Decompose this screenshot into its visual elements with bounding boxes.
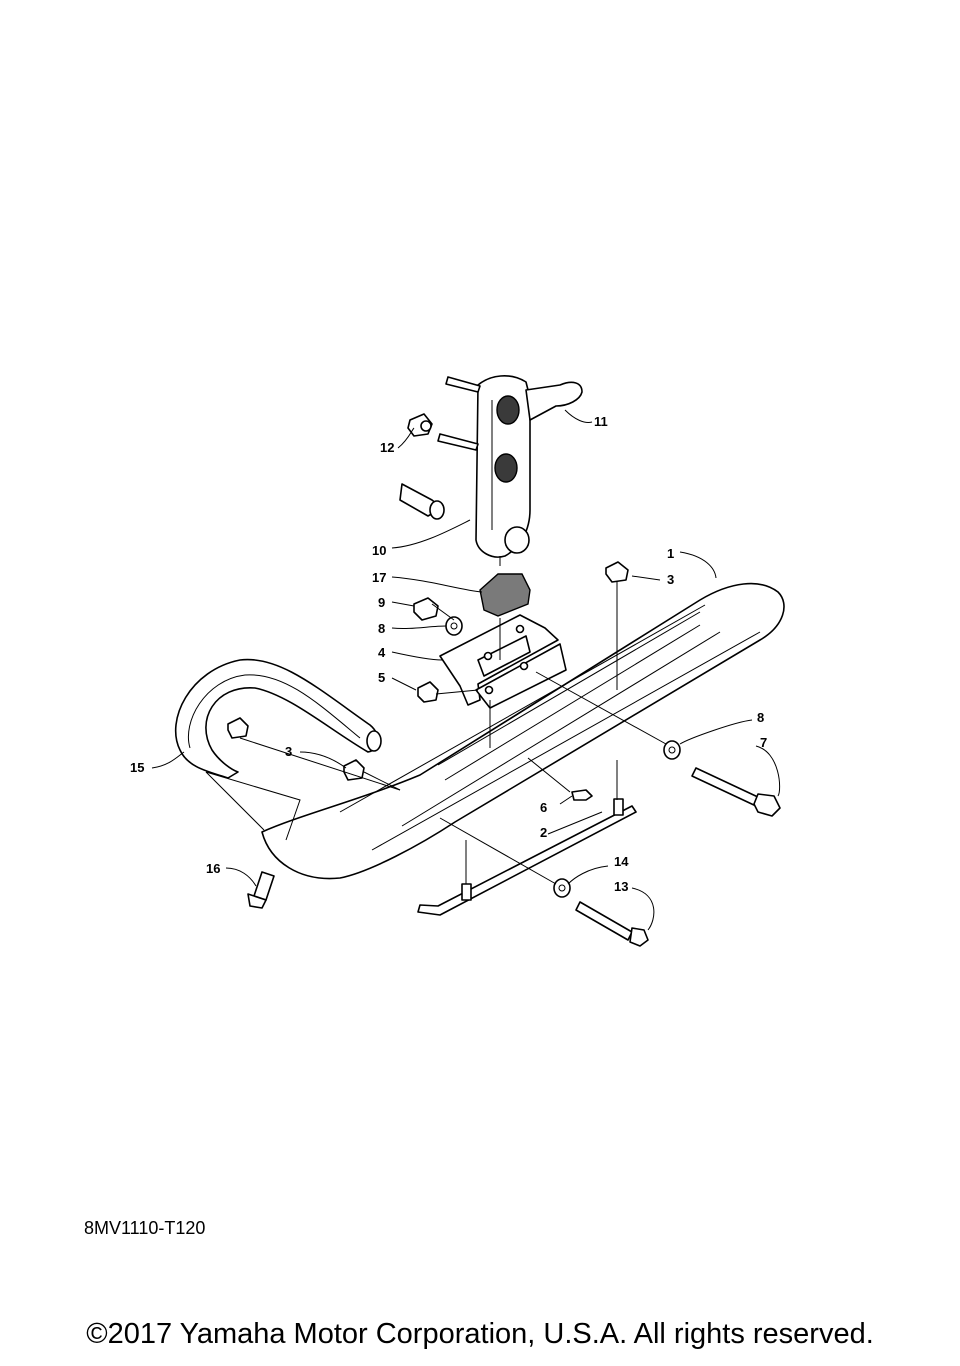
callout-4: 4 (378, 645, 386, 660)
nut-3-right (605, 561, 629, 583)
callout-6: 6 (540, 800, 547, 815)
nut-9 (413, 597, 439, 621)
bolt-16 (247, 871, 275, 909)
callout-leaders (151, 409, 781, 931)
saddle-bracket (439, 614, 567, 709)
callout-9: 9 (378, 595, 385, 610)
washer-14 (553, 878, 571, 898)
ski-body (261, 582, 785, 880)
callout-labels: 1 3 11 12 10 17 9 8 4 5 3 15 16 8 7 6 2 … (130, 414, 767, 894)
callout-5: 5 (378, 670, 385, 685)
copyright-notice: ©2017 Yamaha Motor Corporation, U.S.A. A… (86, 1318, 874, 1350)
callout-2: 2 (540, 825, 547, 840)
callout-10: 10 (372, 543, 386, 558)
nut-12 (407, 413, 433, 437)
spindle-arm (437, 375, 583, 558)
callout-8-upper: 8 (378, 621, 385, 636)
bolt-6 (571, 789, 593, 801)
callout-12: 12 (380, 440, 394, 455)
callout-16: 16 (206, 861, 220, 876)
callout-3-right: 3 (667, 572, 674, 587)
callout-8-lower: 8 (757, 710, 764, 725)
callout-7: 7 (760, 735, 767, 750)
bolt-7 (691, 767, 781, 817)
washer-8-lower (663, 740, 681, 760)
callout-1: 1 (667, 546, 674, 561)
callout-17: 17 (372, 570, 386, 585)
washer-8-upper (445, 616, 463, 636)
wear-bar (417, 798, 637, 916)
callout-3-left: 3 (285, 744, 292, 759)
bushing (399, 483, 445, 520)
nut-5 (417, 681, 439, 703)
diagram-code: 8MV1110-T120 (84, 1218, 206, 1238)
callout-14: 14 (614, 854, 629, 869)
callout-15: 15 (130, 760, 144, 775)
ski-loop (174, 658, 382, 779)
assembly-lines (205, 556, 667, 885)
callout-13: 13 (614, 879, 628, 894)
callout-11: 11 (594, 414, 608, 429)
rubber-pad (479, 573, 531, 617)
bolt-13 (575, 901, 649, 947)
